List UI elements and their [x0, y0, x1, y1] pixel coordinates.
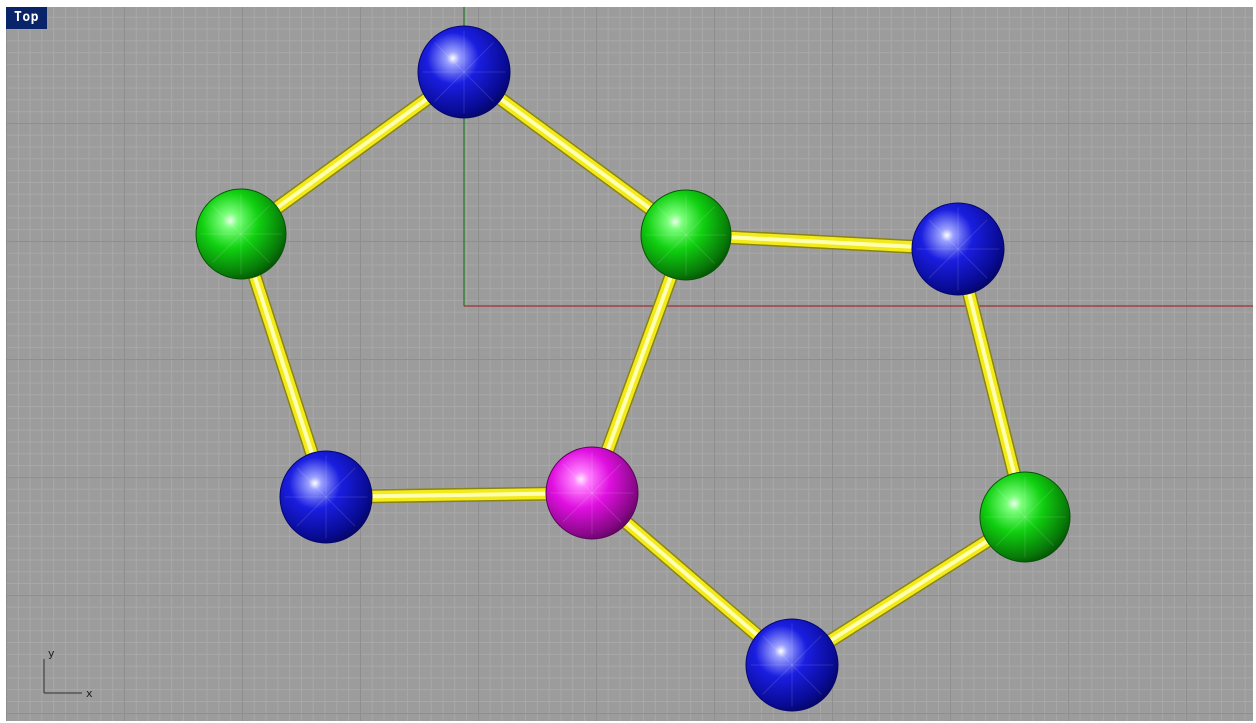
axis-gizmo: y x [43, 647, 93, 700]
atoms-layer [195, 25, 1071, 712]
axis-label-x: x [86, 687, 93, 700]
viewport-title-tab[interactable]: Top [6, 7, 47, 29]
atom-blue-a4[interactable] [911, 202, 1005, 296]
atom-blue-a8[interactable] [745, 618, 839, 712]
atom-blue-a1[interactable] [417, 25, 511, 119]
atom-blue-a5[interactable] [279, 450, 373, 544]
scene-canvas[interactable]: y x [6, 7, 1253, 721]
atom-magenta-a6[interactable] [545, 446, 639, 540]
atom-green-a2[interactable] [195, 188, 287, 280]
bonds-layer [234, 65, 1032, 672]
axis-label-y: y [48, 647, 55, 660]
top-viewport[interactable]: y x Top [6, 7, 1253, 721]
atom-green-a3[interactable] [640, 189, 732, 281]
atom-green-a7[interactable] [979, 471, 1071, 563]
